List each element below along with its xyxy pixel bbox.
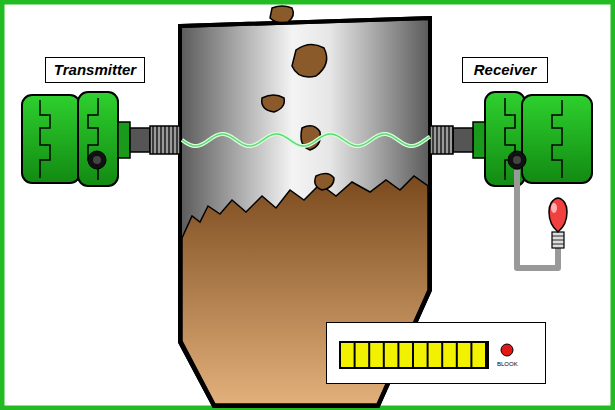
signal-wave-core bbox=[182, 134, 430, 146]
device-label: Transmitter bbox=[46, 58, 144, 81]
label-box: Receiver bbox=[462, 57, 548, 83]
label-box: Transmitter bbox=[45, 57, 145, 83]
level-display: BLOOK bbox=[326, 322, 546, 384]
falling-rocks bbox=[262, 6, 334, 190]
transmitter-device bbox=[22, 92, 180, 186]
level-bar bbox=[327, 323, 547, 385]
signal-wave bbox=[182, 134, 430, 146]
lamp-base bbox=[552, 232, 564, 248]
vessel bbox=[180, 18, 430, 406]
indicator-label: BLOOK bbox=[497, 361, 518, 367]
device-label: Receiver bbox=[463, 58, 547, 81]
alarm-lamp bbox=[549, 198, 567, 232]
receiver-device bbox=[430, 92, 592, 186]
